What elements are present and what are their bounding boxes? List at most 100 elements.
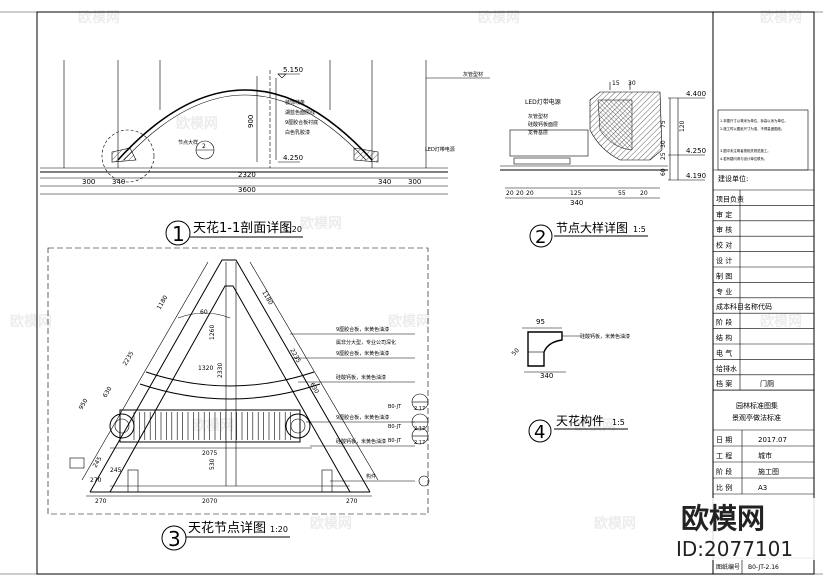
svg-text:欧模网: 欧模网 — [300, 215, 342, 232]
svg-text:55: 55 — [618, 190, 626, 197]
section-scale: 1:20 — [284, 225, 302, 234]
svg-text:B0-JT: B0-JT — [388, 438, 402, 444]
svg-text:125: 125 — [570, 190, 582, 197]
title-block-row-label: 档 案 — [716, 379, 732, 388]
svg-text:530: 530 — [209, 458, 216, 470]
svg-text:硅酸钙板，米黄色油漆: 硅酸钙板，米黄色油漆 — [336, 438, 386, 445]
title-block-row-label: 审 定 — [716, 210, 732, 219]
svg-text:2.17: 2.17 — [414, 440, 425, 446]
svg-text:灰管型材: 灰管型材 — [528, 113, 548, 120]
detail-refs: B0-JT 2.17 B0-JT 2.17 B0-JT 2.17 — [388, 393, 430, 487]
svg-text:9厘胶合板，米黄色油漆: 9厘胶合板，米黄色油漆 — [336, 350, 389, 357]
triangle-detail-view: 60 1320 1180 2235 630 950 245 1180 2235 … — [47, 247, 430, 551]
svg-text:950: 950 — [78, 397, 90, 411]
svg-text:2.17: 2.17 — [414, 426, 425, 432]
svg-text:630: 630 — [102, 385, 114, 399]
brand-stamp-text: 欧模网 — [681, 502, 765, 535]
member-view: 95 50 340 硅酸钙板，米黄色油漆 4 天花构件 1:5 — [510, 318, 630, 443]
brand-stamp-id: ID:2077101 — [676, 537, 793, 561]
svg-text:270: 270 — [95, 498, 107, 505]
title-block-notes: 1.本图尺寸以毫米为单位，标高以米为单位。 2.施工时以图纸尺寸为准，不得量度图… — [720, 118, 788, 161]
title-block-info-label: 日 期 — [716, 436, 732, 444]
section-node-ref: 2 — [202, 143, 206, 150]
svg-text:龙骨基层: 龙骨基层 — [528, 129, 548, 136]
svg-text:2075: 2075 — [202, 450, 217, 457]
title-block-info-label: 工 程 — [716, 451, 732, 460]
svg-text:硅酸钙板，米黄色油漆: 硅酸钙板，米黄色油漆 — [336, 374, 386, 381]
svg-text:60: 60 — [660, 168, 667, 176]
svg-text:欧模网: 欧模网 — [760, 9, 802, 26]
svg-text:20: 20 — [526, 190, 534, 197]
detail-number: 3 — [168, 527, 181, 551]
section-dim-0: 300 — [82, 178, 95, 186]
svg-text:1180: 1180 — [156, 294, 170, 311]
svg-text:20: 20 — [640, 190, 648, 197]
svg-text:9厘胶合板，米黄色油漆: 9厘胶合板，米黄色油漆 — [336, 326, 389, 333]
node-number: 2 — [535, 227, 546, 248]
brand-stamp: 欧模网 ID:2077101 — [672, 498, 820, 561]
svg-text:欧模网: 欧模网 — [310, 515, 352, 532]
svg-text:270: 270 — [346, 498, 358, 505]
section-notes: 装饰线条 湖蓝色面层线 9厘胶合板衬底 白色乳胶漆 — [285, 99, 318, 136]
lattice-slats — [133, 412, 291, 440]
svg-text:2070: 2070 — [202, 498, 217, 505]
svg-text:4.若有疑问请与设计单位联系。: 4.若有疑问请与设计单位联系。 — [720, 156, 767, 161]
svg-text:白色乳胶漆: 白色乳胶漆 — [285, 129, 310, 136]
title-block-row-label: 审 核 — [716, 225, 732, 234]
section-elev-bottom: 4.250 — [283, 154, 303, 162]
title-block-row-label: 专 业 — [716, 287, 732, 296]
detail-dim-angle: 60 — [200, 309, 208, 316]
svg-text:B0-JT: B0-JT — [388, 424, 402, 430]
section-view: 节点大样 2 5.150 4.250 900 装饰线条 湖蓝色面层线 9厘胶合板… — [40, 60, 490, 246]
section-number: 1 — [172, 222, 185, 246]
title-block-row-label: 设 计 — [716, 256, 732, 265]
project-name: 园林标准图集 — [736, 401, 778, 410]
svg-text:2330: 2330 — [217, 363, 224, 378]
svg-text:630: 630 — [308, 382, 320, 396]
section-dim-total: 3600 — [238, 186, 256, 194]
svg-text:欧模网: 欧模网 — [574, 417, 616, 434]
watermark-layer: 欧模网 欧模网 欧模网 欧模网 欧模网 欧模网 欧模网 欧模网 欧模网 欧模网 … — [10, 9, 802, 532]
svg-text:25: 25 — [660, 152, 667, 160]
svg-text:属非分大型，专业公司深化: 属非分大型，专业公司深化 — [336, 339, 396, 346]
title-block-row-label: 制 图 — [716, 271, 732, 280]
svg-text:9厘胶合板衬底: 9厘胶合板衬底 — [285, 119, 318, 126]
svg-text:欧模网: 欧模网 — [760, 313, 802, 330]
svg-text:245: 245 — [110, 467, 122, 474]
svg-text:1.本图尺寸以毫米为单位，标高以米为单位。: 1.本图尺寸以毫米为单位，标高以米为单位。 — [720, 118, 788, 123]
title-block-row-label: 电 气 — [716, 348, 732, 357]
node-elev-bottom: 4.190 — [686, 172, 706, 180]
svg-text:30: 30 — [628, 80, 636, 87]
section-dim-mid: 2320 — [238, 171, 256, 179]
svg-text:20: 20 — [506, 190, 514, 197]
member-scale: 1:5 — [612, 418, 625, 427]
svg-text:75: 75 — [660, 120, 667, 128]
title-block: 1.本图尺寸以毫米为单位，标高以米为单位。 2.施工时以图纸尺寸为准，不得量度图… — [712, 12, 814, 574]
svg-text:30: 30 — [660, 140, 667, 148]
svg-text:1180: 1180 — [260, 290, 274, 307]
drawing-no: B0-JT-2.16 — [748, 564, 779, 571]
node-title: 节点大样详图 — [556, 220, 628, 235]
title-block-info-value: A3 — [758, 484, 767, 492]
section-elev-top: 5.150 — [283, 66, 303, 74]
svg-text:2.施工时以图纸尺寸为准，不得量度图纸。: 2.施工时以图纸尺寸为准，不得量度图纸。 — [720, 126, 784, 131]
drawing-name: 景观亭做法标准 — [732, 413, 781, 422]
member-number: 4 — [534, 422, 545, 443]
title-block-row-label: 成本科目名称代码 — [716, 302, 772, 311]
node-led-label: LED灯带电源 — [525, 98, 561, 106]
svg-text:245: 245 — [92, 455, 104, 469]
svg-text:欧模网: 欧模网 — [594, 515, 636, 532]
node-elev-top: 4.400 — [686, 90, 706, 98]
section-led-label: LED灯带电源 — [425, 146, 455, 153]
title-block-row-label: 结 构 — [716, 333, 732, 342]
svg-text:欧模网: 欧模网 — [478, 9, 520, 26]
svg-text:2235: 2235 — [288, 348, 302, 365]
detail-title: 天花节点详图 — [188, 520, 266, 536]
title-block-row-label: 项目负责 — [716, 194, 744, 203]
title-block-info-value: 城市 — [758, 451, 772, 460]
svg-text:装饰线条: 装饰线条 — [285, 99, 305, 106]
section-dim-1: 340 — [112, 178, 125, 186]
detail-scale: 1:20 — [270, 525, 288, 534]
